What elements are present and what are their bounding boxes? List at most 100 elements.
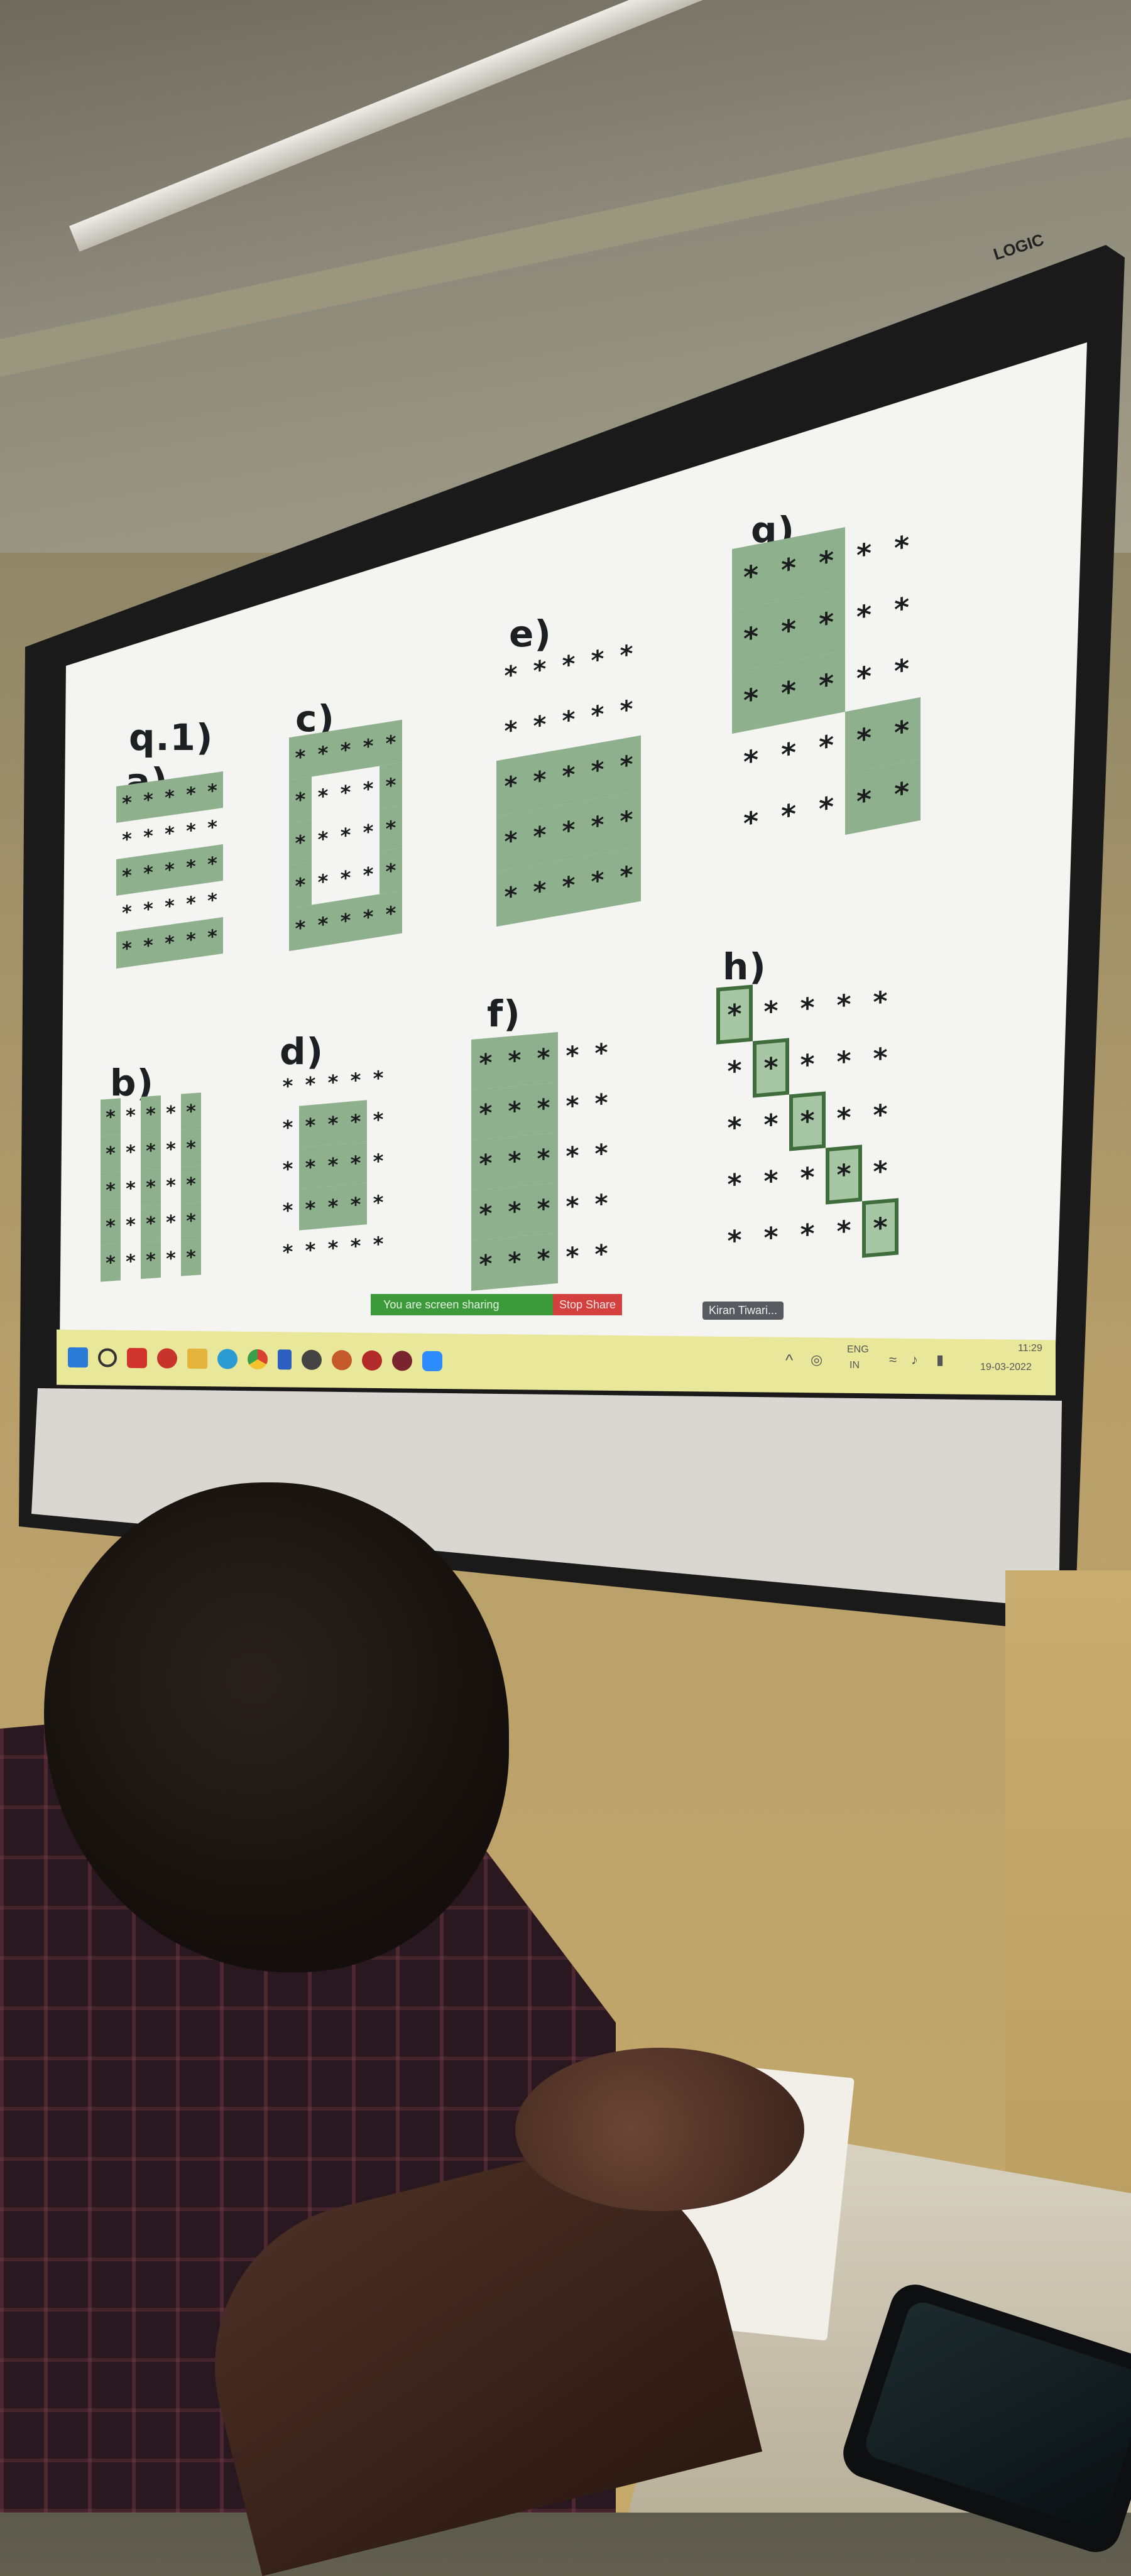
star-cell: *	[357, 894, 380, 941]
microphone-icon[interactable]: ◎	[811, 1352, 823, 1367]
star-cell: *	[862, 1198, 899, 1258]
star-cell: *	[322, 1102, 344, 1146]
clock-date[interactable]: 19-03-2022	[980, 1362, 1032, 1372]
red-app-icon-2[interactable]	[157, 1348, 177, 1369]
star-cell: *	[594, 1139, 608, 1169]
star-cell: *	[612, 790, 641, 851]
star-cell: *	[327, 1236, 339, 1261]
star-cell: *	[166, 1247, 176, 1270]
star-cell: *	[327, 1070, 339, 1095]
search-icon[interactable]	[98, 1348, 117, 1367]
star-cell: *	[101, 1134, 121, 1173]
star-cell: *	[826, 1144, 862, 1205]
star-cell: *	[380, 719, 402, 766]
windows-start-icon[interactable]	[68, 1347, 88, 1368]
star-cell: *	[141, 1204, 161, 1243]
star-cell: *	[202, 844, 223, 884]
star-cell: *	[620, 639, 633, 671]
screen-share-bar: You are screen sharing Stop Share	[371, 1294, 622, 1315]
panel-h-label: h)	[723, 945, 767, 988]
star-cell: *	[856, 658, 872, 696]
star-cell: *	[207, 888, 217, 913]
app-icon-red[interactable]	[362, 1350, 382, 1371]
star-cell: *	[317, 869, 329, 895]
star-cell: *	[500, 1035, 529, 1088]
star-cell: *	[380, 890, 402, 937]
stop-share-button[interactable]: Stop Share	[553, 1294, 622, 1315]
star-cell: *	[340, 780, 351, 806]
star-cell: *	[101, 1098, 121, 1136]
clock-time[interactable]: 11:29	[1018, 1343, 1042, 1354]
star-cell: *	[138, 780, 159, 820]
star-cell: *	[743, 742, 759, 780]
star-cell: *	[554, 856, 583, 917]
star-cell: *	[180, 847, 202, 887]
app-icon-circle[interactable]	[332, 1350, 352, 1371]
star-cell: *	[471, 1037, 500, 1090]
battery-icon[interactable]: ▮	[936, 1352, 944, 1367]
star-cell: *	[594, 1089, 608, 1119]
star-cell: *	[873, 1155, 888, 1188]
star-cell: *	[340, 865, 351, 891]
star-cell: *	[591, 700, 604, 731]
question-label: q.1)	[129, 716, 214, 759]
star-cell: *	[159, 850, 180, 890]
star-cell: *	[566, 1242, 579, 1272]
star-cell: *	[165, 894, 175, 918]
star-cell: *	[159, 777, 180, 817]
star-cell: *	[496, 811, 525, 872]
app-icon-dark[interactable]	[302, 1349, 322, 1371]
chevron-up-icon[interactable]: ^	[785, 1350, 794, 1369]
star-cell: *	[594, 1189, 608, 1219]
folder-icon[interactable]	[187, 1348, 207, 1369]
star-cell: *	[770, 534, 807, 604]
star-cell: *	[299, 1187, 322, 1231]
document-icon[interactable]	[278, 1349, 292, 1370]
star-cell: *	[116, 856, 138, 896]
zoom-app-icon[interactable]	[422, 1350, 442, 1372]
star-cell: *	[126, 1250, 136, 1273]
star-cell: *	[591, 644, 604, 676]
star-cell: *	[496, 866, 525, 927]
star-cell: *	[716, 984, 753, 1045]
pattern-b: *************************	[101, 1092, 201, 1282]
star-cell: *	[186, 818, 196, 842]
pattern-f: *************************	[471, 1027, 616, 1291]
star-cell: *	[350, 1068, 361, 1093]
star-cell: *	[363, 818, 374, 845]
star-cell: *	[116, 929, 138, 969]
star-cell: *	[373, 1148, 384, 1174]
panel-e-label: e)	[509, 612, 552, 655]
star-cell: *	[836, 1214, 851, 1248]
star-cell: *	[282, 1115, 293, 1141]
star-cell: *	[202, 771, 223, 811]
star-cell: *	[836, 988, 851, 1022]
star-cell: *	[289, 862, 312, 909]
star-cell: *	[732, 665, 770, 734]
star-cell: *	[126, 1141, 136, 1164]
star-cell: *	[122, 827, 132, 852]
language-indicator[interactable]: ENG	[847, 1344, 869, 1355]
star-cell: *	[566, 1041, 579, 1071]
star-cell: *	[101, 1244, 121, 1282]
red-app-icon[interactable]	[127, 1347, 147, 1369]
panel-f-label: f)	[487, 992, 521, 1035]
star-cell: *	[583, 740, 612, 801]
student-head	[44, 1482, 509, 1972]
star-cell: *	[305, 1237, 316, 1263]
star-cell: *	[856, 597, 872, 634]
chrome-icon[interactable]	[248, 1349, 268, 1370]
star-cell: *	[727, 1054, 742, 1088]
wifi-icon[interactable]: ≈	[889, 1352, 897, 1367]
star-cell: *	[836, 1045, 851, 1079]
star-cell: *	[138, 926, 159, 966]
star-cell: *	[566, 1091, 579, 1121]
star-cell: *	[533, 655, 547, 686]
edge-browser-icon[interactable]	[217, 1349, 238, 1369]
star-cell: *	[732, 541, 770, 611]
volume-icon[interactable]: ♪	[911, 1352, 918, 1367]
app-icon-maroon[interactable]	[392, 1350, 412, 1371]
star-cell: *	[800, 1217, 815, 1251]
star-cell: *	[893, 651, 910, 689]
star-cell: *	[126, 1177, 136, 1200]
